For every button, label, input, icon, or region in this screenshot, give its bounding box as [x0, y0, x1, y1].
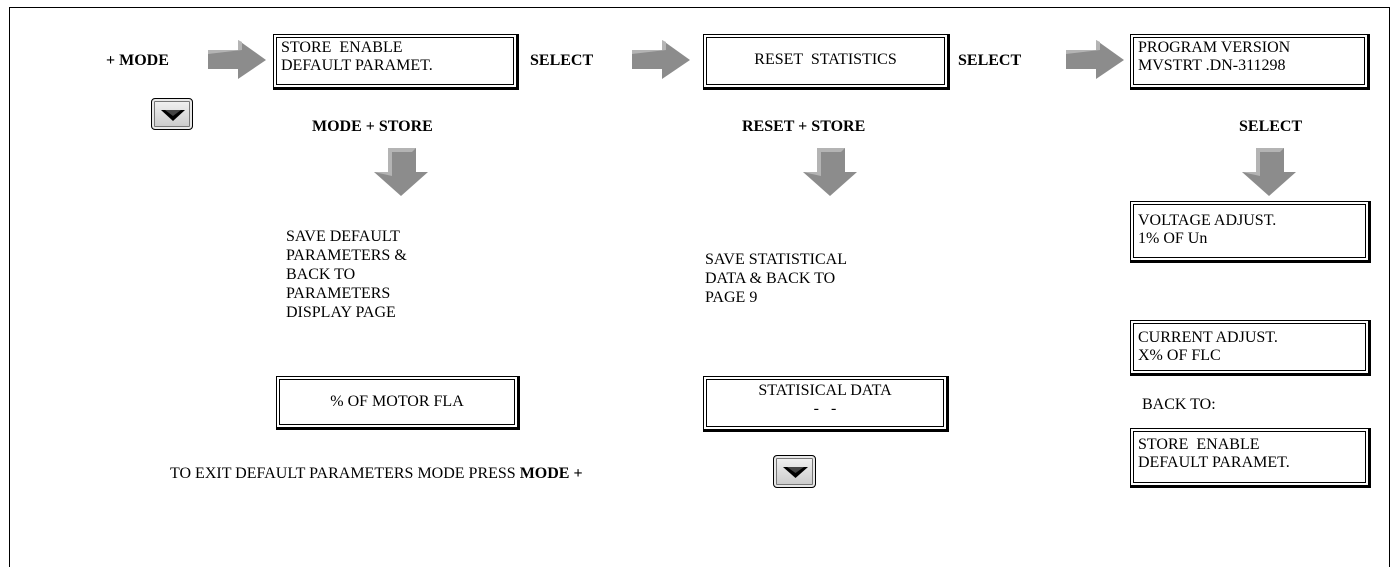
select-heading: SELECT: [1239, 118, 1303, 135]
store-enable-return-box: STORE ENABLE DEFAULT PARAMET.: [1130, 428, 1371, 488]
right-arrow-icon: [632, 40, 690, 79]
down-key-icon[interactable]: [151, 98, 193, 130]
program-version-box: PROGRAM VERSION MVSTRT .DN-311298: [1130, 34, 1370, 90]
exit-mode-key-text: MODE +: [519, 465, 583, 482]
motor-fla-box: % OF MOTOR FLA: [276, 376, 520, 430]
reset-store-heading: RESET + STORE: [742, 118, 866, 135]
exit-text: TO EXIT DEFAULT PARAMETERS MODE PRESS: [170, 465, 520, 482]
current-adjust-box: CURRENT ADJUST. X% OF FLC: [1130, 320, 1371, 376]
exit-instruction: TO EXIT DEFAULT PARAMETERS MODE PRESS MO…: [170, 465, 583, 483]
voltage-adjust-box: VOLTAGE ADJUST. 1% OF Un: [1130, 201, 1371, 263]
down-arrow-icon: [374, 148, 428, 196]
down-key-icon[interactable]: [773, 455, 816, 488]
down-arrow-icon: [1242, 148, 1296, 196]
mode-store-heading: MODE + STORE: [312, 118, 433, 135]
save-default-description: SAVE DEFAULT PARAMETERS & BACK TO PARAME…: [286, 228, 407, 321]
diagram-frame: [9, 7, 1390, 567]
right-arrow-icon: [1066, 40, 1124, 79]
reset-statistics-box: RESET STATISTICS: [703, 34, 950, 90]
store-enable-box: STORE ENABLE DEFAULT PARAMET.: [273, 34, 519, 90]
select-label-1: SELECT: [530, 52, 594, 69]
statistical-data-box: STATISICAL DATA - -: [703, 376, 949, 432]
save-statistical-description: SAVE STATISTICAL DATA & BACK TO PAGE 9: [705, 251, 847, 306]
down-arrow-icon: [803, 148, 857, 196]
right-arrow-icon: [208, 40, 266, 79]
select-label-2: SELECT: [958, 52, 1022, 69]
back-to-label: BACK TO:: [1142, 396, 1216, 413]
mode-label: + MODE: [106, 52, 169, 69]
